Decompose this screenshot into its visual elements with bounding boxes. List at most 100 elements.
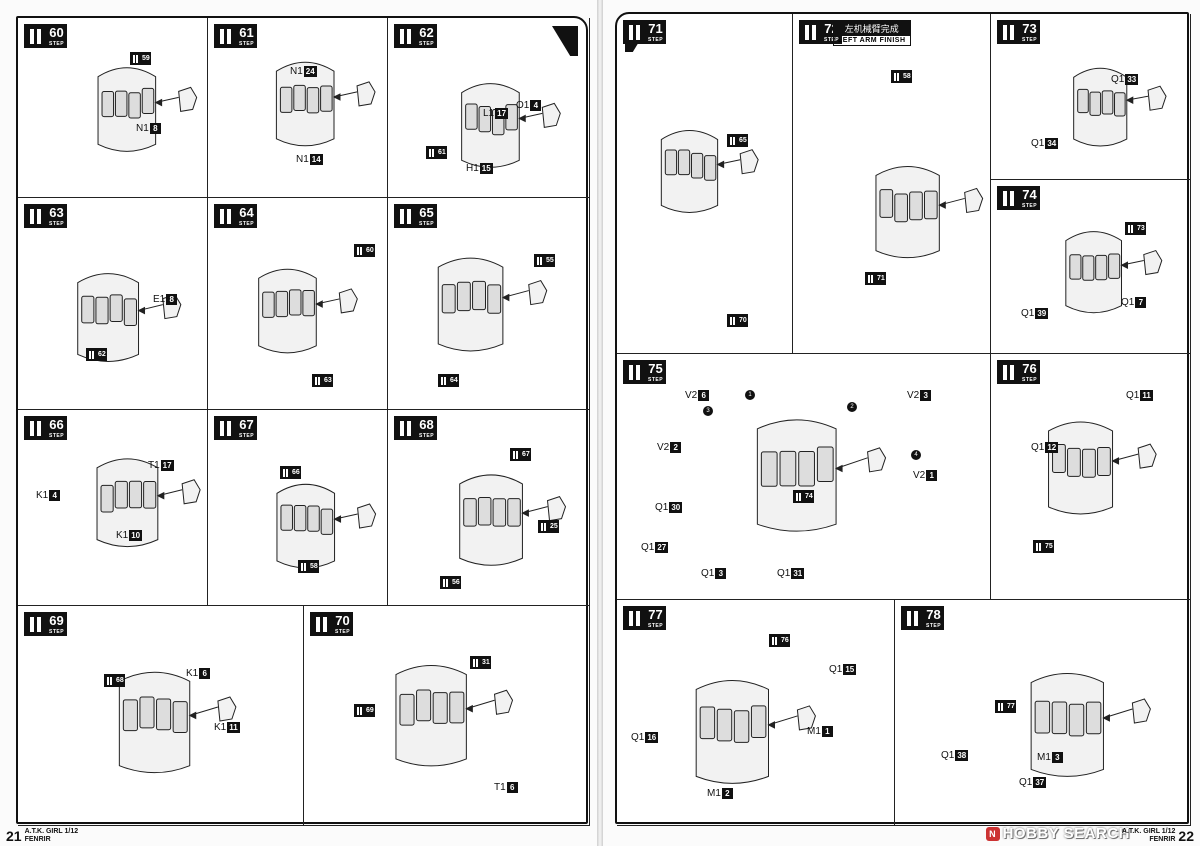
part-code: O1 (516, 100, 530, 111)
step-word: STEP (335, 629, 351, 635)
reference-step-number: 69 (365, 704, 375, 717)
reference-step-number: 65 (738, 134, 748, 147)
step-number: 68 (419, 417, 434, 432)
step-reference: 56 (440, 576, 461, 589)
part-number: 10 (129, 530, 143, 541)
step-bars-icon (1125, 222, 1136, 235)
step-word: STEP (1022, 203, 1038, 209)
step-bars-icon (440, 576, 451, 589)
part-code: Q1 (655, 502, 669, 513)
reference-step-number: 71 (876, 272, 886, 285)
reference-step-number: 76 (780, 634, 790, 647)
footer-title: A.T.K. GIRL 1/12 FENRIR (1121, 828, 1176, 843)
part-number: 6 (506, 782, 518, 793)
step-reference: 59 (130, 52, 151, 65)
step-bars-icon (426, 146, 437, 159)
step-number: 65 (419, 205, 434, 220)
part-code: Q1 (631, 732, 645, 743)
step-number: 73 (1022, 21, 1037, 36)
part-code: V2 (657, 442, 670, 453)
reference-step-number: 70 (738, 314, 748, 327)
step-reference: 77 (995, 700, 1016, 713)
footer-title: A.T.K. GIRL 1/12 FENRIR (24, 828, 79, 843)
step-reference: 60 (354, 244, 375, 257)
step-reference: 55 (534, 254, 555, 267)
part-illustration (660, 130, 759, 213)
step-number: 67 (239, 417, 254, 432)
step-bars-icon (214, 24, 236, 48)
step-number: 64 (239, 205, 254, 220)
step-word: STEP (49, 41, 65, 47)
part-code: Q1 (1031, 138, 1045, 149)
part-number: 1 (821, 726, 833, 737)
part-number: 30 (669, 502, 683, 513)
step-bars-icon (891, 70, 902, 83)
step-bars-icon (901, 606, 923, 630)
part-illustration (1073, 67, 1167, 147)
reference-step-number: 58 (902, 70, 912, 83)
step-number: 60 (49, 25, 64, 40)
assembly-order-marker: 2 (847, 402, 857, 412)
part-illustration (276, 483, 377, 569)
part-code: K1 (186, 668, 199, 679)
step-bars-icon (354, 704, 365, 717)
part-number: 3 (715, 568, 727, 579)
part-code: Q1 (1121, 297, 1135, 308)
reference-step-number: 25 (549, 520, 559, 533)
reference-step-number: 63 (323, 374, 333, 387)
step-reference: 31 (470, 656, 491, 669)
part-code: N1 (290, 66, 303, 77)
part-illustration (461, 83, 561, 168)
reference-step-number: 60 (365, 244, 375, 257)
part-number: 6 (199, 668, 211, 679)
step-bars-icon (623, 606, 645, 630)
part-illustration (756, 419, 887, 532)
part-code: V2 (685, 390, 698, 401)
part-code: T1 (494, 782, 506, 793)
step-bars-icon (538, 520, 549, 533)
part-number: 39 (1035, 308, 1049, 319)
reference-step-number: 73 (1136, 222, 1146, 235)
step-number: 62 (419, 25, 434, 40)
part-number: 4 (49, 490, 61, 501)
part-code: N1 (136, 123, 149, 134)
step-bars-icon (394, 416, 416, 440)
part-number: 6 (698, 390, 710, 401)
part-number: 7 (1135, 297, 1147, 308)
step-bars-icon (470, 656, 481, 669)
step-bars-icon (24, 612, 46, 636)
step-reference: 64 (438, 374, 459, 387)
part-illustration (96, 458, 201, 548)
part-code: Q1 (641, 542, 655, 553)
part-number: 15 (479, 163, 493, 174)
step-bars-icon (394, 24, 416, 48)
reference-step-number: 74 (804, 490, 814, 503)
reference-step-number: 64 (449, 374, 459, 387)
part-illustration (97, 67, 198, 152)
watermark-logo-icon: N (985, 826, 1000, 841)
step-reference: 62 (86, 348, 107, 361)
step-bars-icon (130, 52, 141, 65)
